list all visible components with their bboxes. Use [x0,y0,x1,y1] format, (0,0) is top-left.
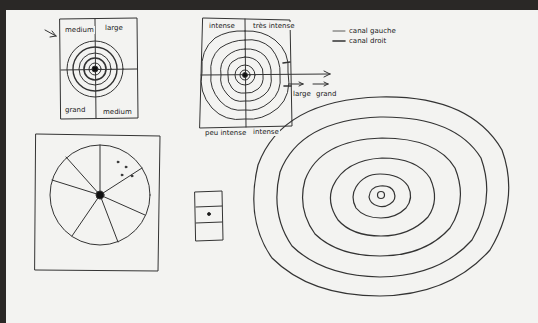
small-box [195,191,223,241]
quadrant-label: intense [252,128,280,136]
quadrant-label: grand [64,106,87,114]
legend-text: canal droit [348,37,387,45]
quadrant-label: large [104,24,124,32]
quadrant-label: très intense [252,22,295,30]
sketch-three [35,134,160,271]
sketch-one [45,18,138,119]
quadrant-label: medium [64,26,95,34]
quadrant-label: large [292,90,312,98]
quadrant-label: grand [315,90,338,98]
concentric-rings [254,97,509,296]
quadrant-label: intense [208,22,236,30]
sketch-two [200,18,345,128]
quadrant-label: medium [102,108,133,116]
legend-text: canal gauche [348,27,397,35]
quadrant-label: peu intense [204,129,247,137]
